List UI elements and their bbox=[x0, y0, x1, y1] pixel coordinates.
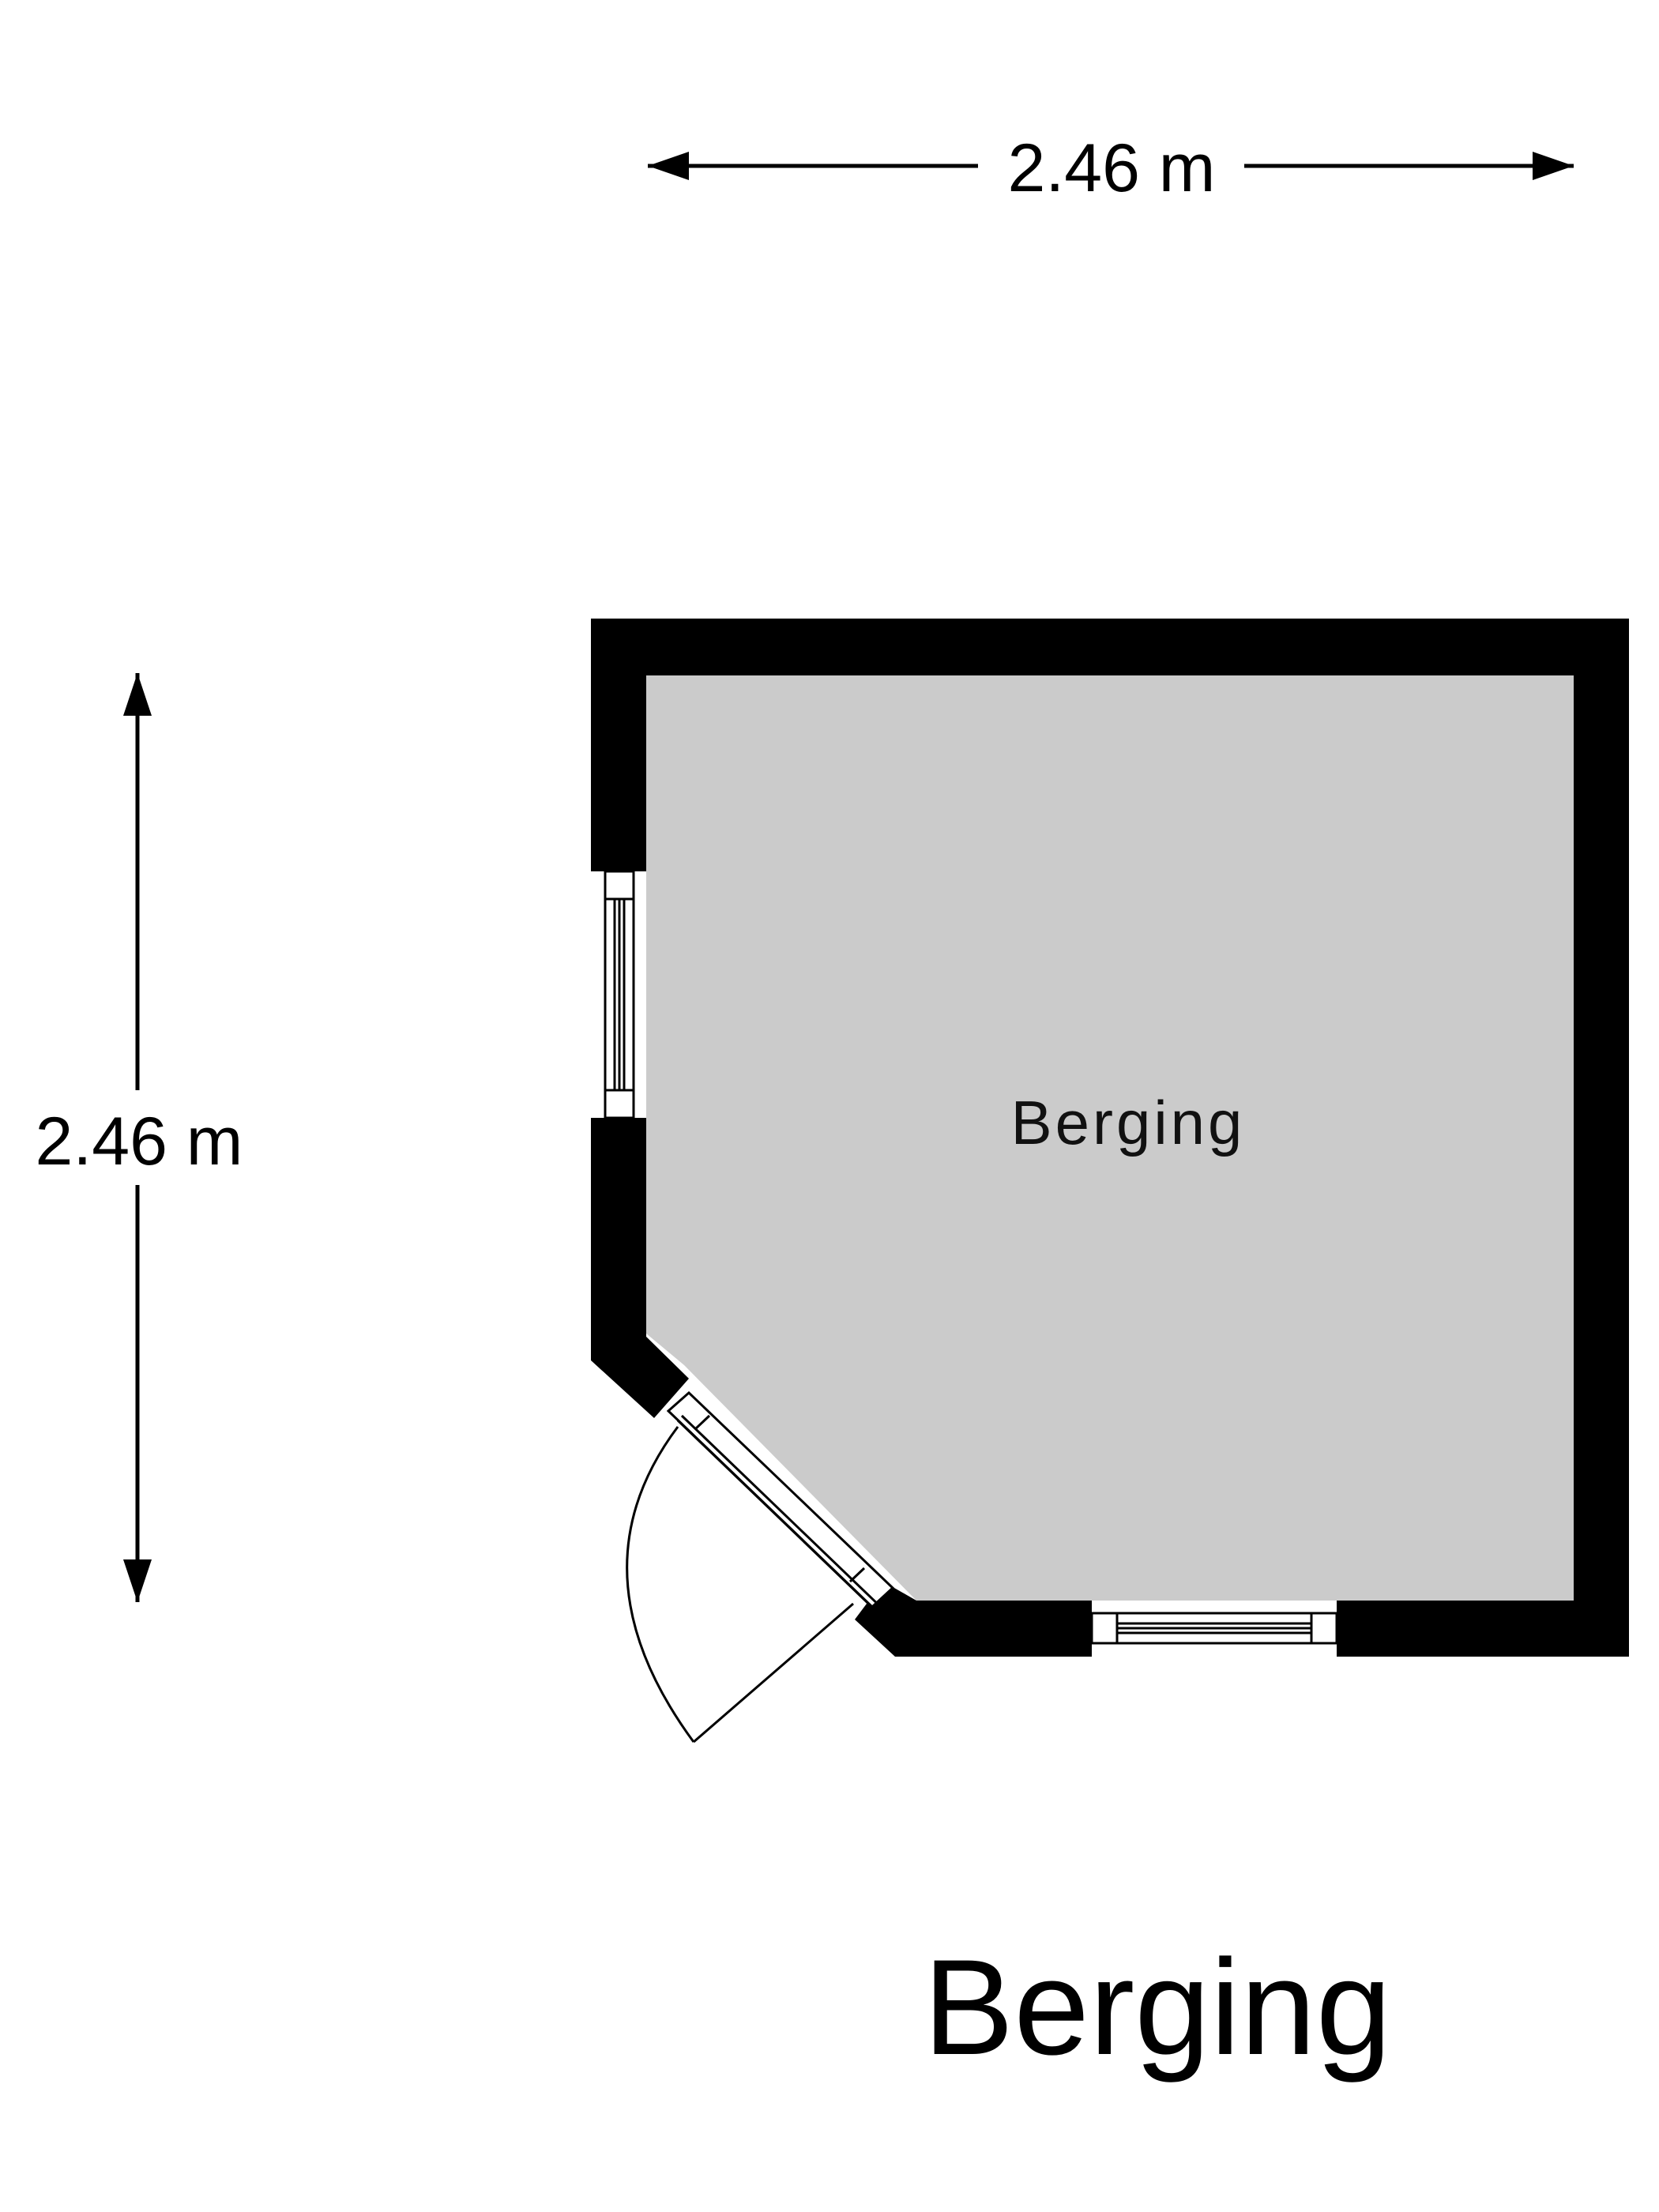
height-arrow-top bbox=[123, 673, 152, 716]
width-dimension-label: 2.46 m bbox=[1008, 130, 1216, 206]
room-label: Berging bbox=[1011, 1088, 1246, 1157]
wall-top bbox=[591, 619, 1629, 675]
door-swing-arc bbox=[626, 1426, 695, 1743]
wall-bottom-diagonal bbox=[855, 1582, 1092, 1657]
walls bbox=[591, 619, 1629, 1657]
height-dimension-label: 2.46 m bbox=[36, 1104, 243, 1179]
room-floor bbox=[646, 675, 1574, 1601]
width-arrow-left bbox=[648, 152, 689, 180]
height-arrow-bottom bbox=[123, 1559, 152, 1602]
door-leaf bbox=[693, 1602, 854, 1744]
floor-title: Berging bbox=[924, 1932, 1392, 2083]
width-dimension: 2.46 m bbox=[648, 130, 1574, 206]
wall-right bbox=[1574, 619, 1629, 1657]
wall-left-lower bbox=[591, 1118, 689, 1418]
bottom-window bbox=[1090, 1612, 1338, 1645]
height-dimension: 2.46 m bbox=[36, 673, 243, 1602]
left-window bbox=[604, 870, 635, 1119]
width-arrow-right bbox=[1533, 152, 1574, 180]
wall-left-upper bbox=[591, 619, 646, 871]
door bbox=[626, 1390, 895, 1744]
wall-bottom-right bbox=[1337, 1601, 1629, 1657]
